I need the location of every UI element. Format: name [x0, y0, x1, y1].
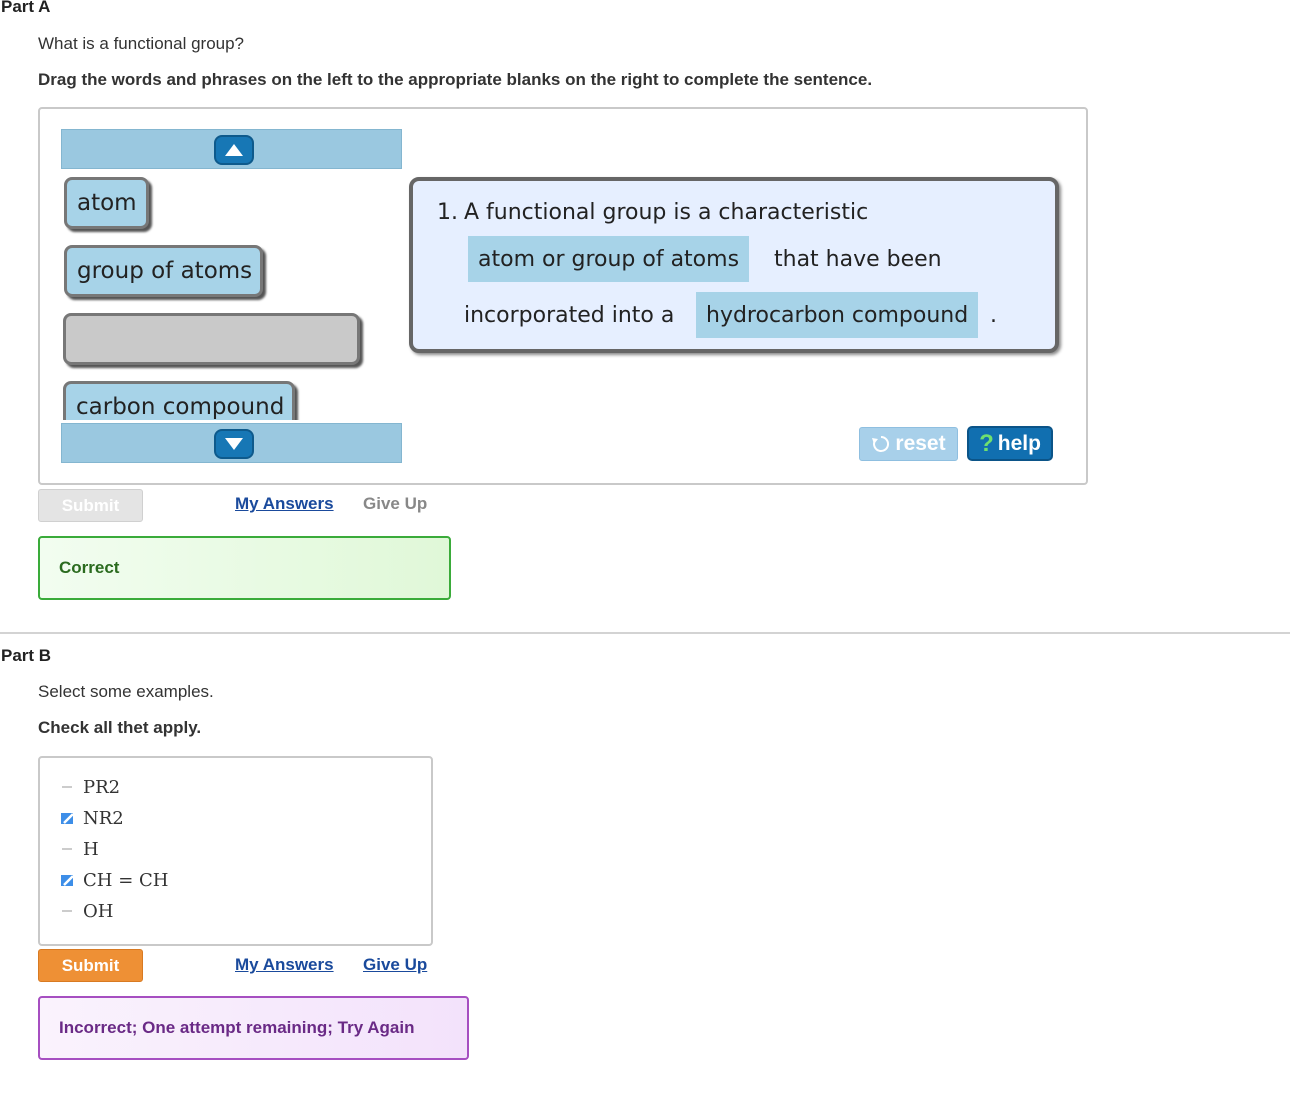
scroll-up-bar[interactable] — [61, 129, 402, 169]
reset-icon — [872, 435, 890, 452]
part-b-feedback: Incorrect; One attempt remaining; Try Ag… — [38, 996, 469, 1060]
part-a-instruction: Drag the words and phrases on the left t… — [38, 70, 873, 89]
scroll-down-button[interactable] — [214, 429, 254, 459]
triangle-up-icon — [225, 144, 243, 156]
option-label: CH = CH — [83, 869, 169, 891]
part-b-give-up-link[interactable]: Give Up — [363, 955, 428, 974]
part-b-submit-button[interactable]: Submit — [38, 949, 143, 982]
blank-1-filled[interactable]: atom or group of atoms — [468, 236, 750, 282]
option-h[interactable]: H — [60, 837, 99, 861]
part-b-question: Select some examples. — [38, 682, 214, 701]
part-b-instruction: Check all thet apply. — [38, 718, 202, 737]
options-panel: PR2 NR2 H CH = CH OH — [38, 756, 433, 946]
option-oh[interactable]: OH — [60, 899, 113, 923]
part-a-feedback: Correct — [38, 536, 451, 600]
help-label: help — [997, 431, 1041, 455]
help-button[interactable]: ? help — [967, 426, 1053, 461]
sentence-number: 1. — [437, 200, 458, 225]
part-b-my-answers-link[interactable]: My Answers — [235, 955, 334, 974]
sentence-panel: 1. A functional group is a characteristi… — [409, 177, 1059, 353]
reset-label: reset — [895, 432, 946, 455]
section-divider — [0, 632, 1290, 634]
part-b-title: Part B — [1, 646, 52, 665]
word-tile-empty-slot — [63, 313, 360, 365]
sentence-text-3: incorporated into a — [464, 303, 675, 328]
checkbox-checked[interactable] — [60, 873, 74, 887]
sentence-text-1: A functional group is a characteristic — [464, 200, 869, 225]
reset-button[interactable]: reset — [859, 427, 958, 461]
option-pr2[interactable]: PR2 — [60, 775, 120, 799]
option-label: NR2 — [83, 807, 124, 829]
blank-2-filled[interactable]: hydrocarbon compound — [696, 292, 979, 338]
sentence-text-4: . — [990, 303, 997, 328]
scroll-up-button[interactable] — [214, 135, 254, 165]
sentence-text-2: that have been — [774, 247, 942, 272]
option-label: H — [83, 838, 99, 860]
part-a-question: What is a functional group? — [38, 34, 245, 53]
question-mark-icon: ? — [979, 429, 994, 457]
part-a-my-answers-link[interactable]: My Answers — [235, 494, 334, 513]
checkbox-checked[interactable] — [60, 811, 74, 825]
option-ch-ch[interactable]: CH = CH — [60, 868, 168, 892]
word-tile-group-of-atoms[interactable]: group of atoms — [64, 245, 263, 297]
part-a-submit-button: Submit — [38, 489, 143, 522]
scroll-down-bar[interactable] — [61, 423, 402, 463]
checkbox-unchecked[interactable] — [60, 842, 74, 856]
option-nr2[interactable]: NR2 — [60, 806, 124, 830]
checkbox-unchecked[interactable] — [60, 780, 74, 794]
triangle-down-icon — [225, 438, 243, 450]
word-tile-carbon-compound[interactable]: carbon compound — [63, 381, 295, 420]
check-icon — [60, 812, 74, 824]
checkbox-unchecked[interactable] — [60, 904, 74, 918]
part-a-give-up-link: Give Up — [363, 494, 428, 513]
word-bank: atom group of atoms carbon compound — [61, 172, 406, 420]
option-label: OH — [83, 900, 114, 922]
word-tile-atom[interactable]: atom — [64, 177, 149, 229]
option-label: PR2 — [83, 776, 121, 798]
check-icon — [60, 874, 74, 886]
part-a-title: Part A — [1, 0, 51, 16]
